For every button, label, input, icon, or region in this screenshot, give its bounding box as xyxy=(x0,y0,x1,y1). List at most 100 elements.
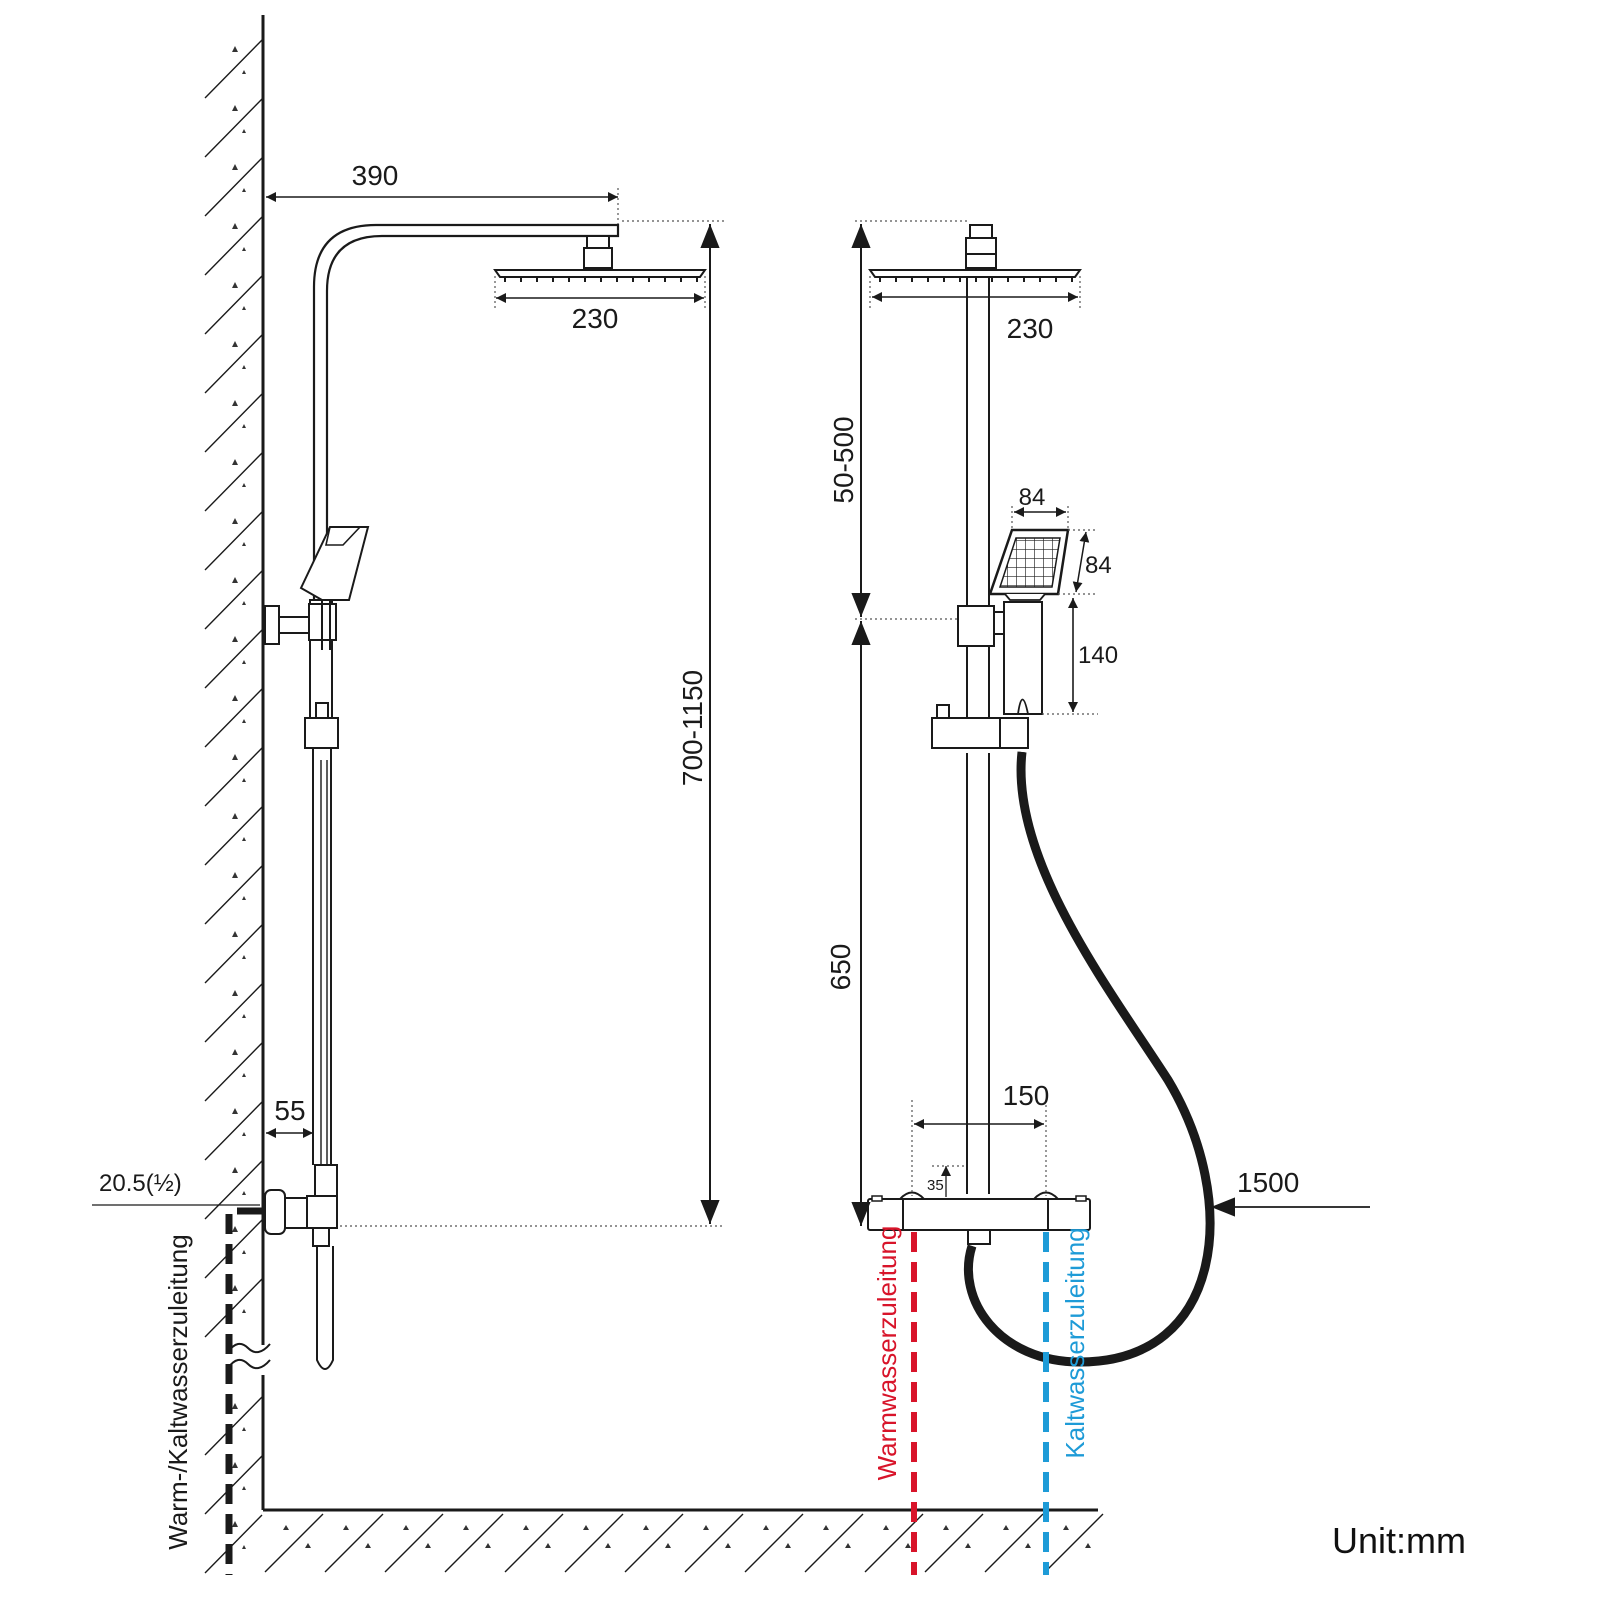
dim-shower-head-width-side: 230 xyxy=(572,303,619,334)
wall-hatch-line xyxy=(204,924,263,984)
floor-speck xyxy=(905,1543,911,1548)
wall-speck xyxy=(242,70,246,74)
floor-hatch-line xyxy=(504,1513,564,1573)
wall-hatch-line xyxy=(204,747,263,807)
wall-speck xyxy=(232,813,238,819)
floor-speck xyxy=(1063,1525,1069,1530)
dim-mixer-offset: 35 xyxy=(927,1177,944,1194)
floor-hatch-line xyxy=(1044,1513,1104,1573)
side-view: 390 230 700-1150 55 20.5(½) Warm-/Kaltwa… xyxy=(92,160,725,1575)
hand-shower-front xyxy=(988,528,1070,601)
wall-speck xyxy=(242,483,246,487)
floor-hatch-line xyxy=(804,1513,864,1573)
wall-hatch-line xyxy=(204,1160,263,1220)
floor-hatch-line xyxy=(984,1513,1044,1573)
floor-hatch-line xyxy=(564,1513,624,1573)
wall-hatch-line xyxy=(204,511,263,571)
floor-speck xyxy=(1085,1543,1091,1548)
wall-hatch-line xyxy=(204,570,263,630)
wall-hatch-line xyxy=(204,983,263,1043)
dim-inlet-spacing: 150 xyxy=(1003,1080,1050,1111)
front-view: Warmwasserzuleitung Kaltwasserzuleitung … xyxy=(825,220,1370,1575)
wall-speck xyxy=(242,129,246,133)
floor-speck xyxy=(545,1543,551,1548)
dim-holder-height: 140 xyxy=(1078,642,1118,669)
shower-head-front xyxy=(868,269,1082,278)
floor-hatch-line xyxy=(624,1513,684,1573)
floor-speck xyxy=(725,1543,731,1548)
floor-speck xyxy=(305,1543,311,1548)
wall-speck xyxy=(242,1014,246,1018)
wall-speck xyxy=(232,400,238,406)
wall-hatch-line xyxy=(204,98,263,158)
wall-speck xyxy=(232,164,238,170)
floor-hatch-line xyxy=(864,1513,924,1573)
cold-supply-label: Kaltwasserzuleitung xyxy=(1060,1227,1090,1458)
wall-speck xyxy=(242,1191,246,1195)
floor-speck xyxy=(703,1525,709,1530)
wall-speck xyxy=(242,1073,246,1077)
wall-speck xyxy=(242,601,246,605)
wall-speck xyxy=(232,1167,238,1173)
wall-hatch-line xyxy=(204,157,263,217)
wall-speck xyxy=(232,459,238,465)
floor-speck xyxy=(785,1543,791,1548)
wall-hatch-line xyxy=(204,393,263,453)
floor-speck xyxy=(283,1525,289,1530)
wall-speck xyxy=(232,1108,238,1114)
wall-hatch-line xyxy=(204,452,263,512)
floor-hatch-line xyxy=(744,1513,804,1573)
hand-shower-holder xyxy=(957,601,1043,715)
wall-speck xyxy=(232,872,238,878)
wall-speck xyxy=(242,778,246,782)
dim-upper-range: 50-500 xyxy=(828,416,859,503)
wall-speck xyxy=(232,1226,238,1232)
wall-hatch-line xyxy=(204,1101,263,1161)
floor-speck xyxy=(823,1525,829,1530)
dim-shower-head-width-front: 230 xyxy=(1007,313,1054,344)
wall-hatch-line xyxy=(204,1455,263,1515)
upper-wall-bracket xyxy=(264,603,337,645)
wall-hatch-line xyxy=(204,688,263,748)
wall-speck xyxy=(232,518,238,524)
floor-speck xyxy=(425,1543,431,1548)
wall-speck xyxy=(232,990,238,996)
dim-hand-shower-height: 84 xyxy=(1085,552,1112,579)
floor-speck xyxy=(583,1525,589,1530)
floor-hatch-line xyxy=(324,1513,384,1573)
wall-speck xyxy=(232,341,238,347)
wall-hatch-line xyxy=(204,806,263,866)
wall-speck xyxy=(232,46,238,52)
overhead-arm xyxy=(312,223,620,600)
floor-hatch-line xyxy=(924,1513,984,1573)
floor-speck xyxy=(485,1543,491,1548)
floor-hatch-line xyxy=(384,1513,444,1573)
wall-speck xyxy=(232,695,238,701)
wall-speck xyxy=(232,1403,238,1409)
wall-speck xyxy=(242,542,246,546)
wall-speck xyxy=(242,306,246,310)
wall-hatch-line xyxy=(204,1278,263,1338)
mixer-side xyxy=(264,1164,338,1370)
floor-speck xyxy=(1003,1525,1009,1530)
floor-speck xyxy=(943,1525,949,1530)
wall-speck xyxy=(242,1427,246,1431)
shower-head-side xyxy=(493,269,707,278)
wall-speck xyxy=(232,105,238,111)
floor-speck xyxy=(343,1525,349,1530)
warm-supply-label: Warmwasserzuleitung xyxy=(872,1226,902,1481)
wall-hatch-line xyxy=(204,275,263,335)
wall-speck xyxy=(242,955,246,959)
wall-speck xyxy=(242,896,246,900)
wall-hatch-line xyxy=(204,1219,263,1279)
dim-arm-length: 390 xyxy=(352,160,399,191)
floor-speck xyxy=(463,1525,469,1530)
dim-hose-length: 1500 xyxy=(1237,1167,1299,1198)
wall-hatch-line xyxy=(204,1042,263,1102)
shower-head-connector xyxy=(586,235,610,249)
wall xyxy=(204,15,1104,1574)
floor-speck xyxy=(365,1543,371,1548)
unit-label: Unit:mm xyxy=(1332,1520,1466,1561)
dim-connection-thread: 20.5(½) xyxy=(99,1170,182,1197)
